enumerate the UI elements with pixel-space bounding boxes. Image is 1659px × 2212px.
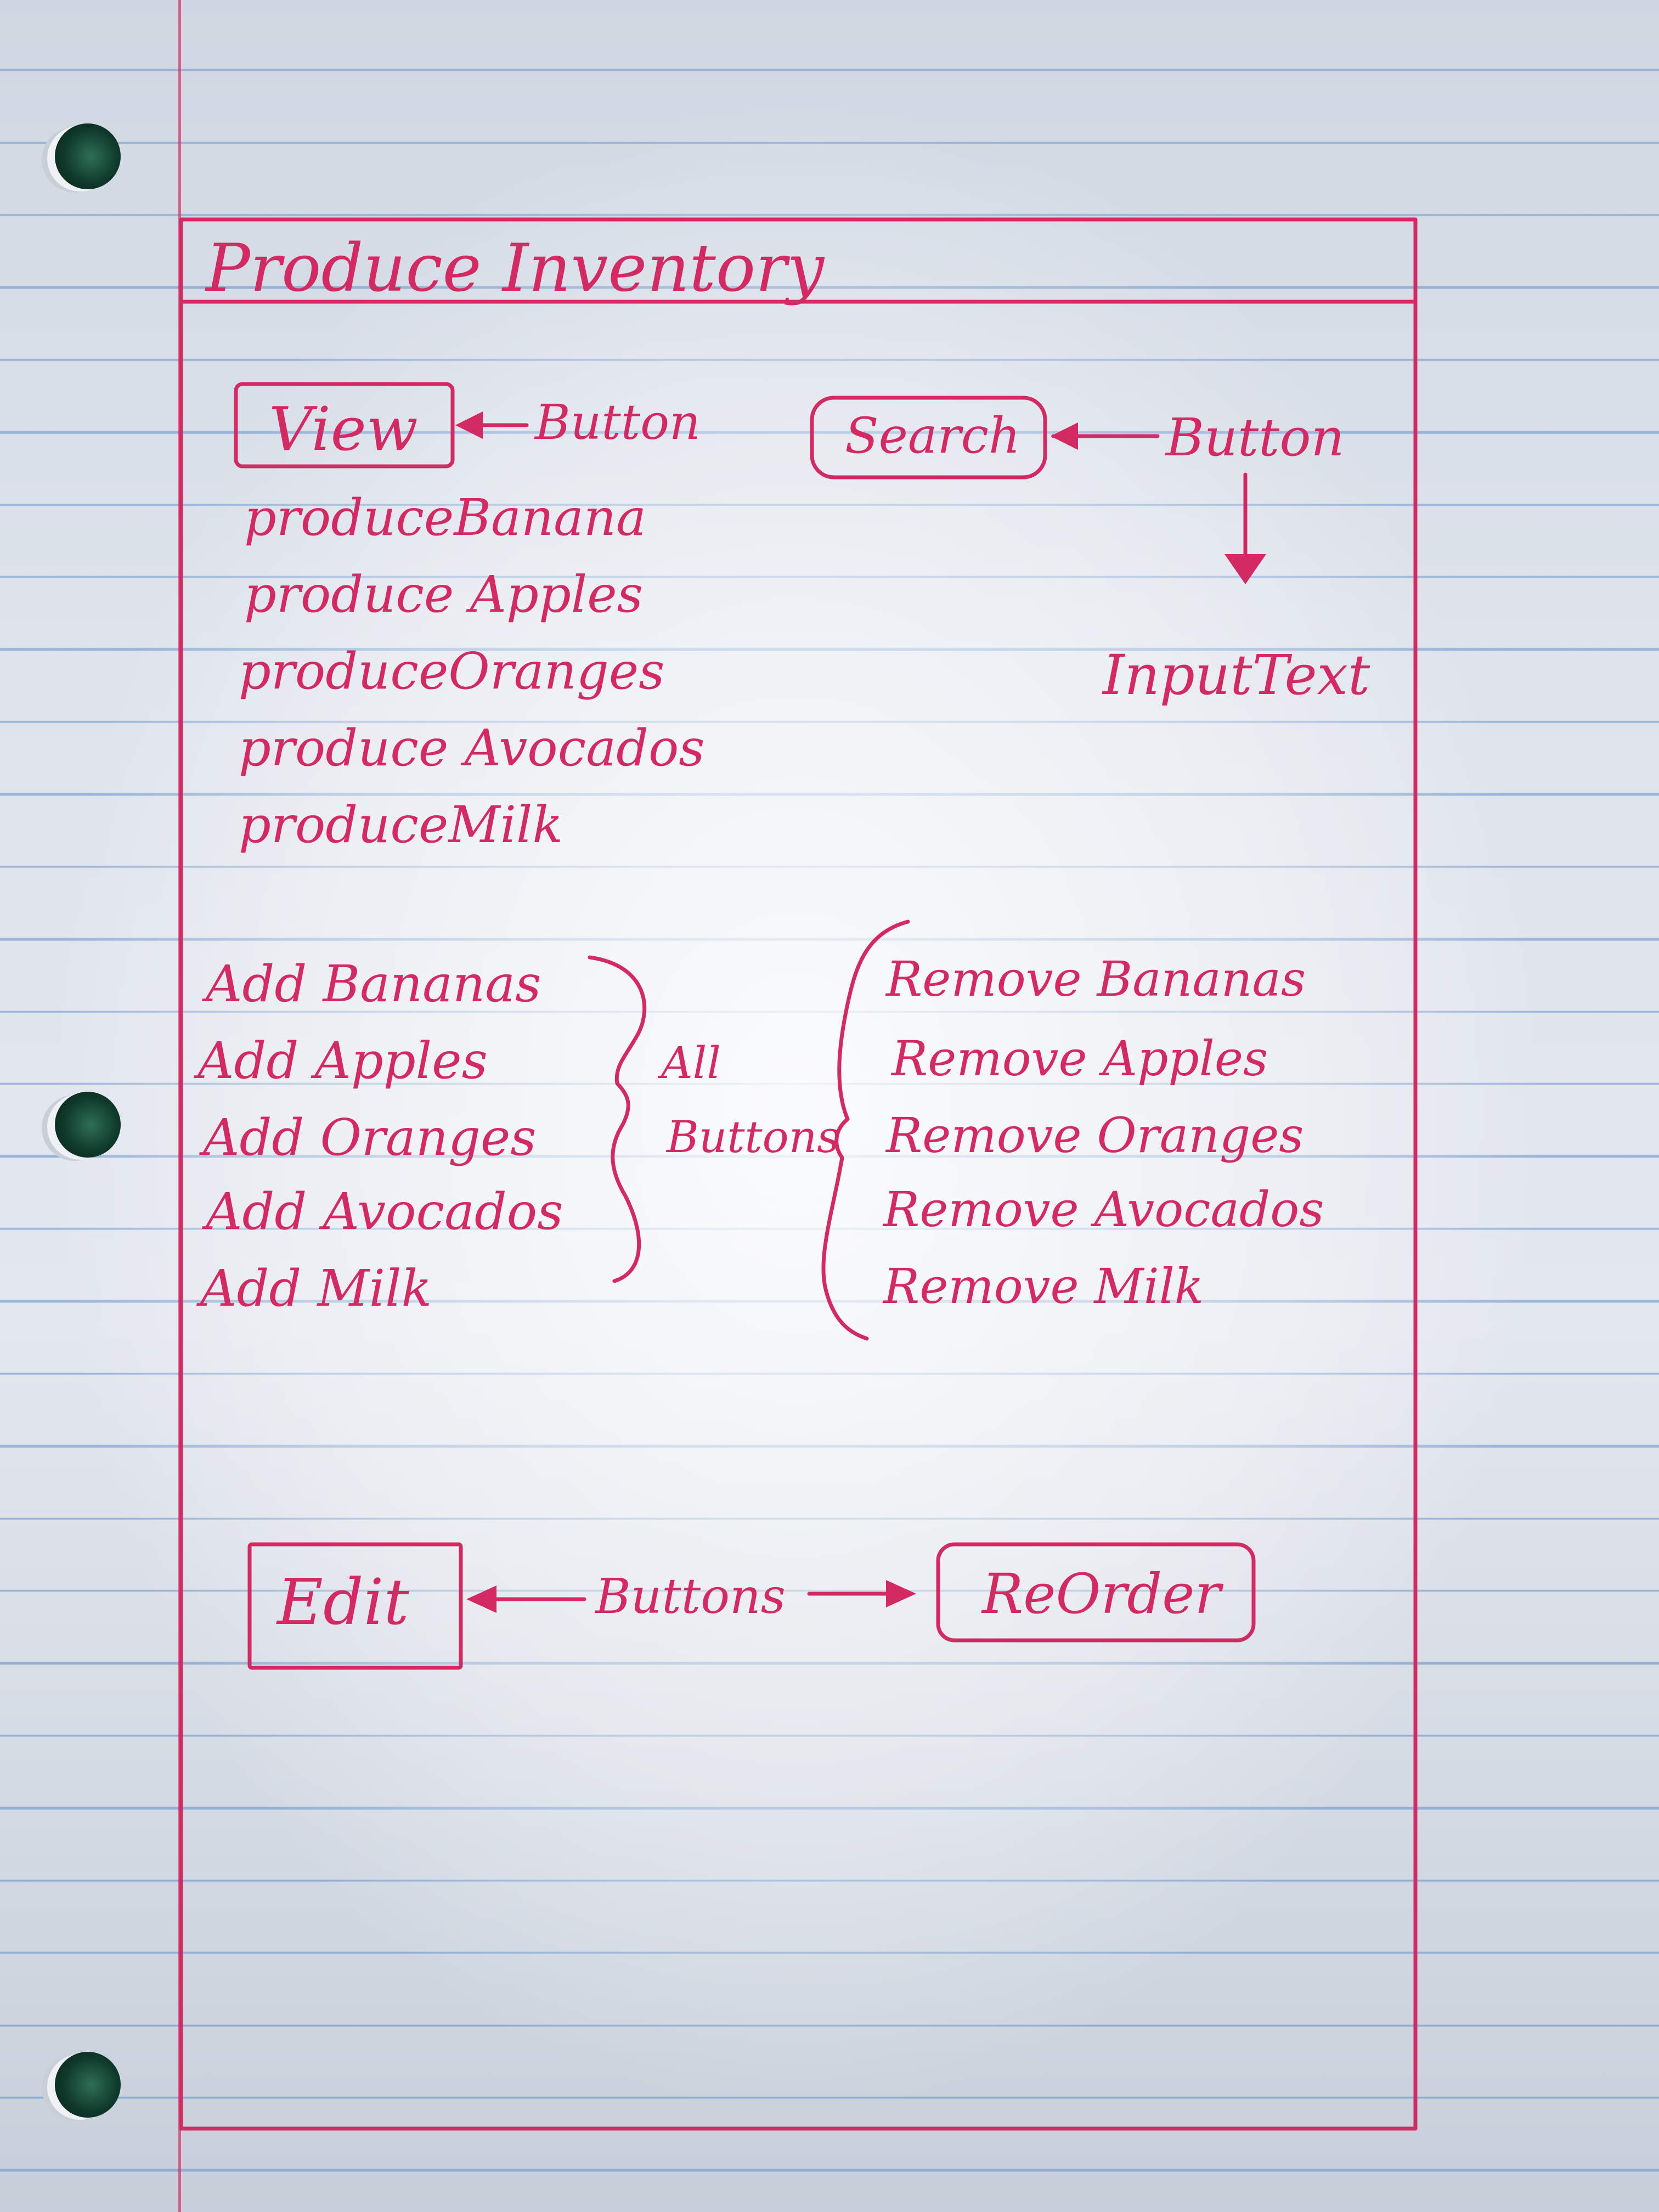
edit-arrow — [466, 1585, 586, 1613]
view-button-arrow — [455, 411, 529, 439]
add-bananas-button[interactable]: Add Bananas — [201, 955, 541, 1013]
page-title: Produce Inventory — [205, 230, 825, 307]
binder-hole-top — [55, 123, 121, 189]
add-buttons-brace — [588, 955, 647, 1283]
edit-button[interactable]: Edit — [247, 1542, 463, 1670]
remove-apples-button[interactable]: Remove Apples — [890, 1030, 1268, 1087]
input-text-label[interactable]: InputText — [1102, 643, 1370, 707]
remove-buttons: Remove Bananas Remove Apples Remove Oran… — [882, 951, 1324, 1314]
view-button-label: View — [269, 394, 418, 464]
produce-list: produceBanana produce Apples produceOran… — [239, 488, 705, 854]
all-buttons-note-line2: Buttons — [665, 1111, 839, 1163]
remove-buttons-brace — [821, 919, 910, 1341]
view-button-annotation: Button — [534, 394, 701, 450]
remove-oranges-button[interactable]: Remove Oranges — [885, 1107, 1304, 1164]
all-buttons-note-line1: All — [657, 1037, 721, 1088]
add-oranges-button[interactable]: Add Oranges — [199, 1108, 537, 1167]
produce-list-item: produce Apples — [244, 565, 643, 624]
binder-hole-middle — [55, 1092, 121, 1158]
edit-button-label: Edit — [276, 1566, 409, 1639]
produce-list-item: produceMilk — [239, 795, 563, 854]
add-buttons: Add Bananas Add Apples Add Oranges Add A… — [193, 955, 563, 1318]
search-button[interactable]: Search — [810, 396, 1047, 479]
remove-milk-button[interactable]: Remove Milk — [882, 1258, 1204, 1314]
binder-hole-bottom — [55, 2052, 121, 2118]
produce-list-item: produce Avocados — [239, 719, 705, 777]
view-button[interactable]: View — [234, 382, 455, 469]
produce-list-item: produceOranges — [239, 642, 664, 701]
app-frame — [179, 217, 1418, 2131]
add-apples-button[interactable]: Add Apples — [193, 1031, 488, 1090]
remove-bananas-button[interactable]: Remove Bananas — [885, 951, 1306, 1007]
reorder-button-label: ReOrder — [981, 1562, 1223, 1626]
down-arrow — [1224, 472, 1266, 584]
add-milk-button[interactable]: Add Milk — [196, 1259, 432, 1318]
reorder-button[interactable]: ReOrder — [936, 1542, 1256, 1643]
search-button-label: Search — [845, 407, 1020, 465]
buttons-annotation: Buttons — [594, 1568, 786, 1624]
search-button-arrow — [1051, 422, 1160, 450]
remove-avocados-button[interactable]: Remove Avocados — [882, 1181, 1324, 1238]
add-avocados-button[interactable]: Add Avocados — [201, 1182, 563, 1241]
produce-list-item: produceBanana — [244, 488, 646, 547]
reorder-arrow — [807, 1580, 916, 1607]
search-button-annotation: Button — [1165, 408, 1345, 468]
